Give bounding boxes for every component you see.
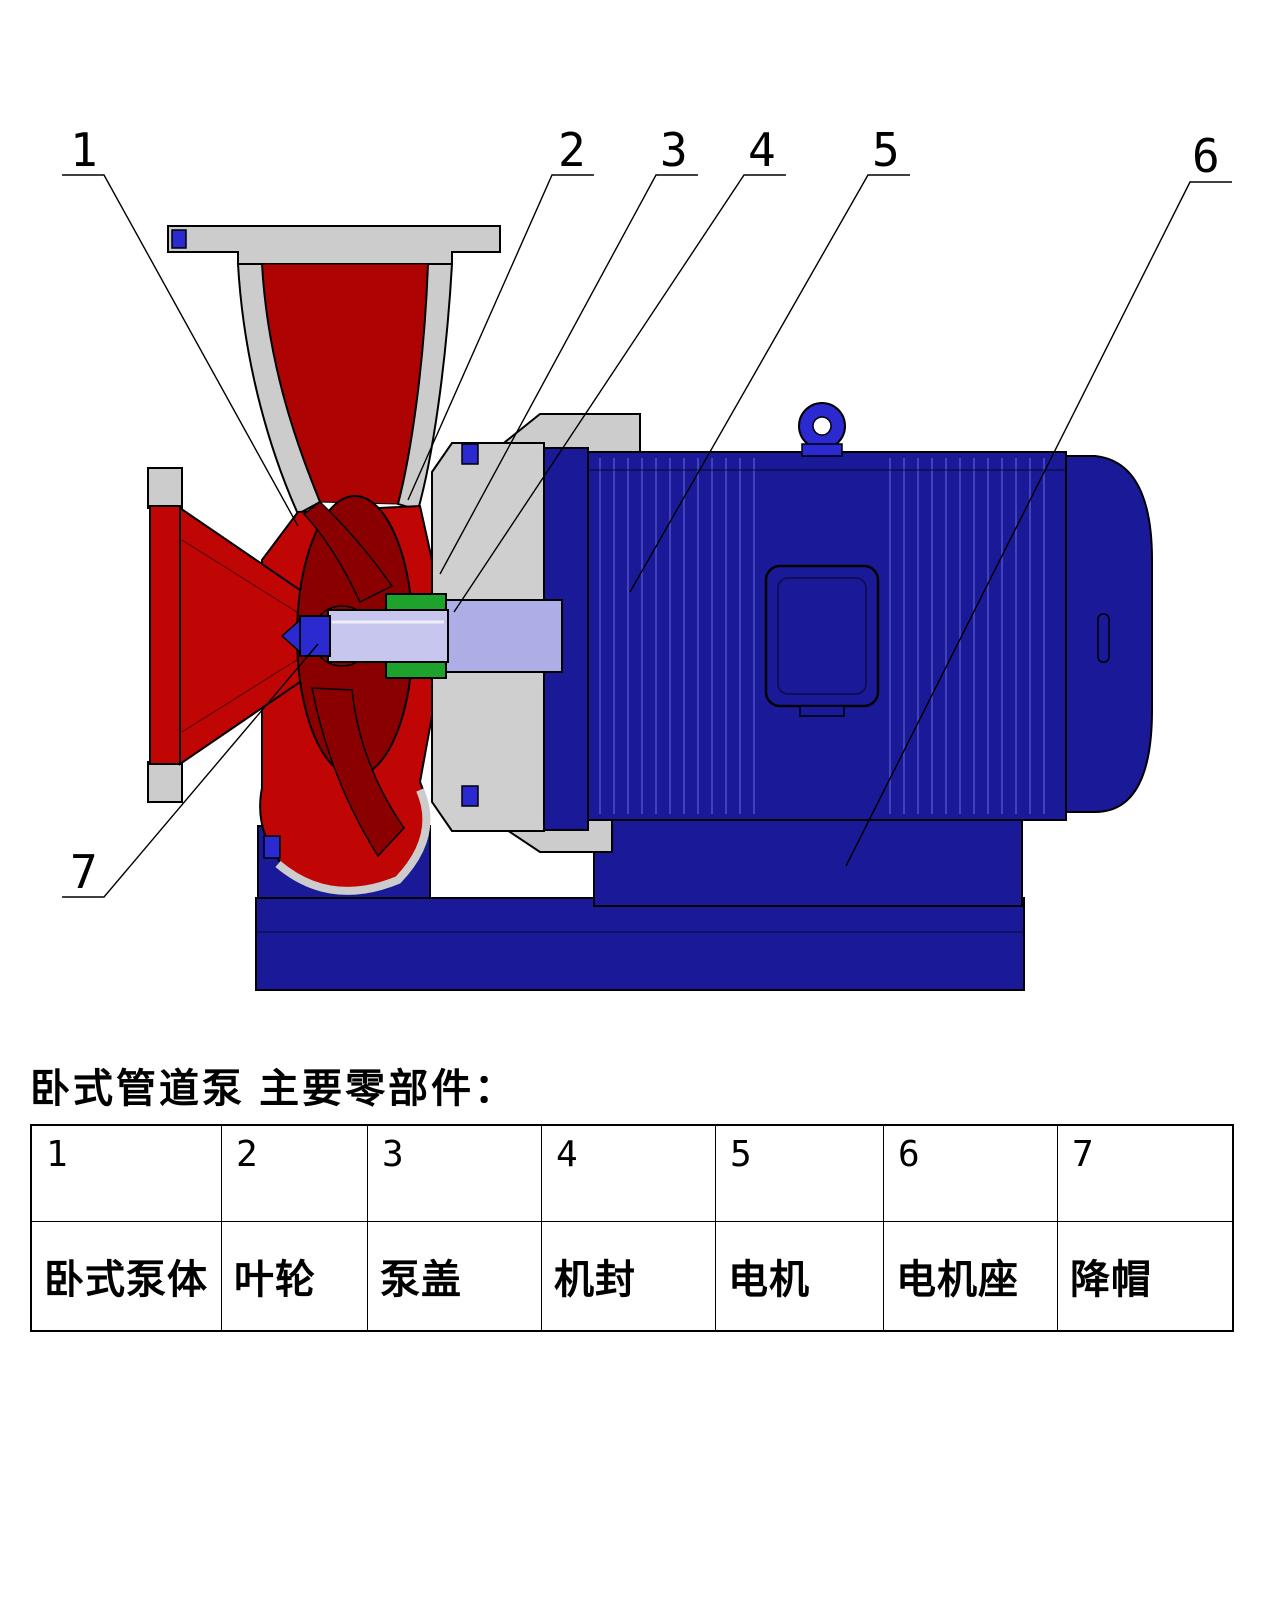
leader-2 <box>407 174 594 501</box>
leader-6 <box>845 181 1232 867</box>
parts-table: 1 2 3 4 5 6 7 卧式泵体 叶轮 泵盖 机封 电机 电机座 降帽 <box>30 1124 1234 1332</box>
table-cell-number: 5 <box>716 1126 884 1222</box>
leader-5 <box>629 174 910 593</box>
terminal-box <box>764 564 880 717</box>
callout-leaders <box>62 174 1232 898</box>
callout-label-7: 7 <box>70 845 98 899</box>
motor-fins <box>599 458 1045 814</box>
volute-wall-band <box>275 788 431 895</box>
drain-bolt-icon <box>263 835 281 859</box>
table-cell-number: 6 <box>884 1126 1058 1222</box>
table-cell-number: 1 <box>32 1126 222 1222</box>
callout-label-3: 3 <box>660 123 688 177</box>
pump-cross-section-diagram: 1 2 3 4 5 6 7 <box>62 123 1232 991</box>
callout-label-5: 5 <box>872 123 900 177</box>
shaft-cap-nut <box>280 615 331 657</box>
cover-bolt-icon <box>461 785 479 807</box>
leader-1 <box>62 174 299 527</box>
flange-bolt-icon <box>171 229 187 249</box>
callout-label-2: 2 <box>558 123 586 177</box>
base-plate <box>255 897 1025 991</box>
table-cell-part: 叶轮 <box>222 1222 368 1330</box>
table-cell-part: 泵盖 <box>368 1222 542 1330</box>
left-flange-tab-bottom <box>147 761 183 803</box>
left-flange-body <box>149 505 181 765</box>
page-title: 卧式管道泵 主要零部件： <box>30 1067 518 1111</box>
table-cell-part: 机封 <box>542 1222 716 1330</box>
leader-3 <box>439 174 698 575</box>
leader-7 <box>62 643 319 898</box>
table-cell-part: 电机 <box>716 1222 884 1330</box>
callout-numbers: 1 2 3 4 5 6 7 <box>70 123 1220 899</box>
table-cell-number: 4 <box>542 1126 716 1222</box>
table-cell-part: 卧式泵体 <box>32 1222 222 1330</box>
lifting-eye-icon <box>798 402 846 457</box>
cover-bolt-icon <box>461 443 479 465</box>
callout-label-4: 4 <box>748 123 776 177</box>
top-flange <box>167 225 501 265</box>
funnel-wall-right <box>396 263 454 512</box>
table-cell-number: 7 <box>1058 1126 1232 1222</box>
shaft <box>327 599 563 673</box>
table-cell-part: 电机座 <box>884 1222 1058 1330</box>
table-cell-part: 降帽 <box>1058 1222 1232 1330</box>
callout-label-6: 6 <box>1192 129 1220 183</box>
table-cell-number: 3 <box>368 1126 542 1222</box>
left-flange-tab-top <box>147 467 183 509</box>
leader-4 <box>453 174 786 613</box>
table-cell-number: 2 <box>222 1126 368 1222</box>
funnel-wall-left <box>236 263 322 516</box>
motor-body <box>487 413 1153 853</box>
end-cap-slot <box>1097 613 1110 663</box>
callout-label-1: 1 <box>70 123 98 177</box>
motor-seat-pedestal <box>593 799 1023 907</box>
